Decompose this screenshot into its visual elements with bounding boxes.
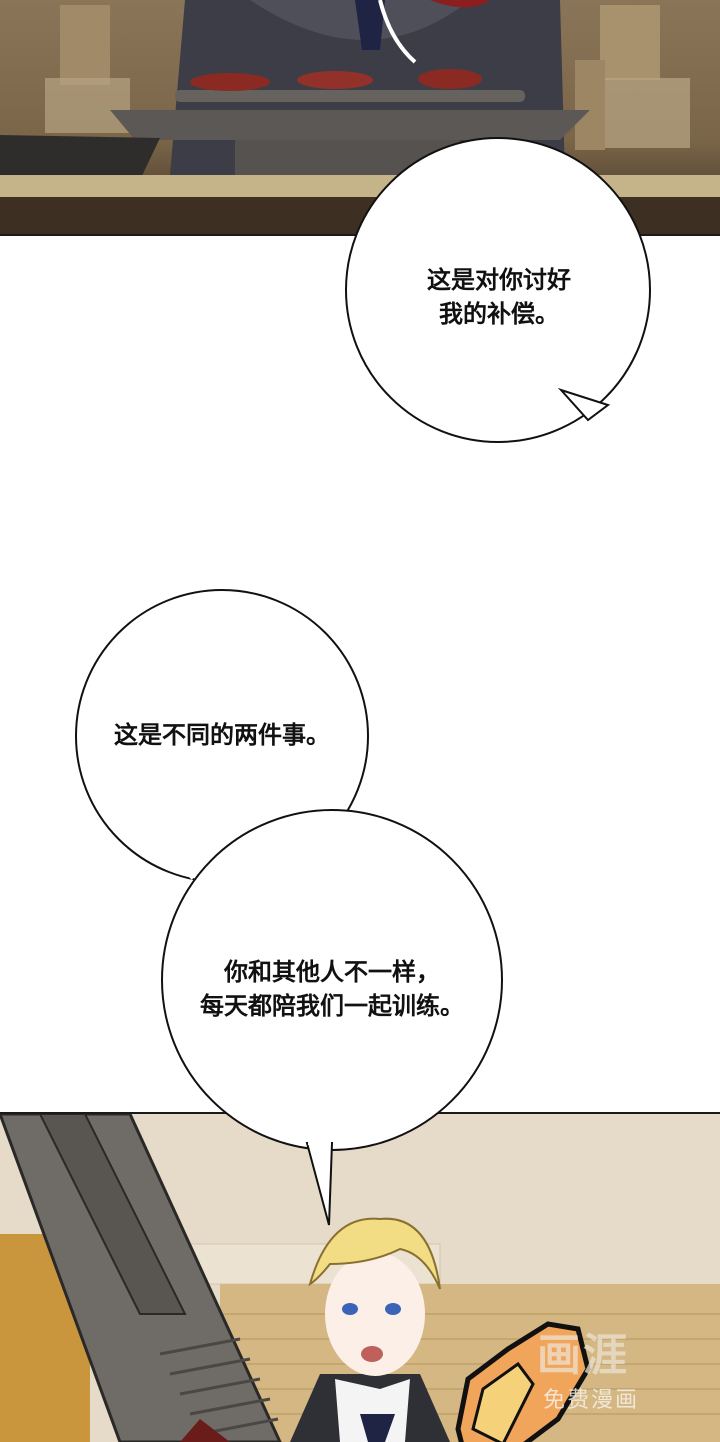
speech-bubble-3: 你和其他人不一样， 每天都陪我们一起训练。 — [157, 805, 507, 1235]
speech-bubble-shape — [345, 137, 651, 443]
restaurant-scene-art — [0, 0, 720, 234]
sfx-gasp-graphic — [455, 1321, 591, 1442]
watermark-tagline: 免费漫画 — [543, 1388, 640, 1413]
bubble-3-line-2: 每天都陪我们一起训练。 — [200, 992, 464, 1020]
speech-bubble-1: 这是对你讨好 我的补偿。 — [343, 135, 655, 447]
panel-character-reaction: 画涯 免费漫画 — [0, 1112, 720, 1442]
bubble-3-line-1: 你和其他人不一样， — [224, 958, 440, 986]
speech-bubble-2: 这是不同的两件事。 — [72, 588, 372, 888]
panel-restaurant-table — [0, 0, 720, 236]
bubble-1-line-1: 这是对你讨好 — [427, 266, 571, 294]
bubble-2-line-1: 这是不同的两件事。 — [114, 721, 330, 749]
bubble-1-line-2: 我的补偿。 — [439, 300, 559, 328]
character-scene-art — [0, 1114, 720, 1442]
watermark-logo: 画涯 — [537, 1330, 629, 1381]
speech-bubble-shape — [157, 809, 503, 1226]
